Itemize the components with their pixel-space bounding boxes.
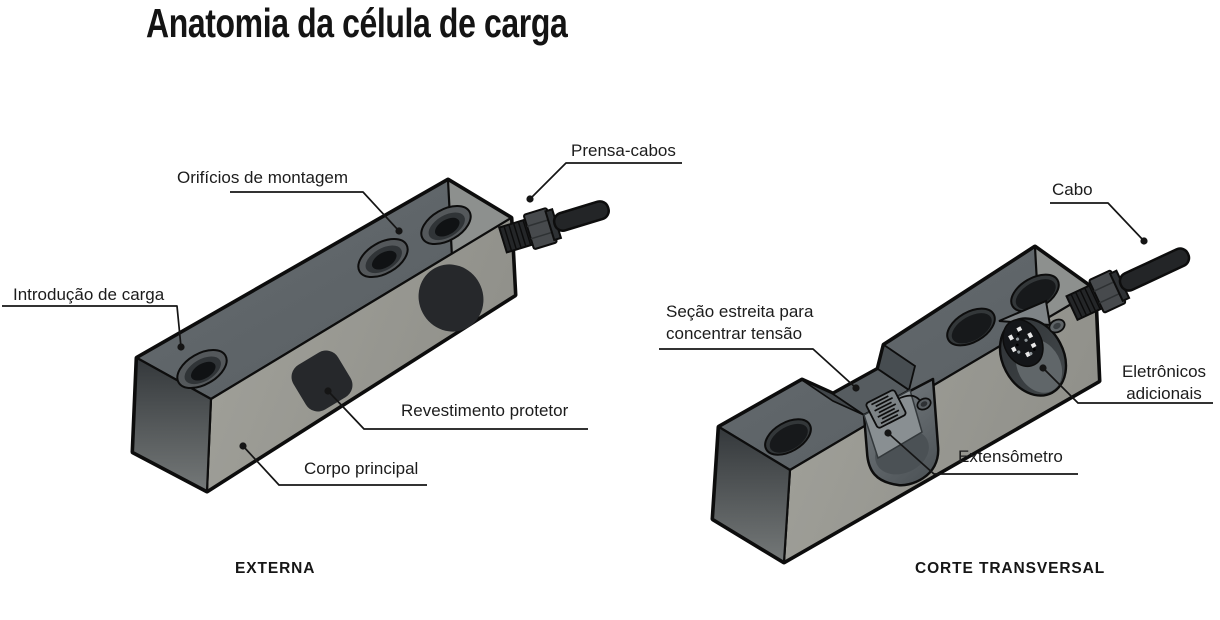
load-introduction-hole (176, 348, 228, 390)
electronics-recess (998, 299, 1068, 397)
load-cell-cross-section-illustration (710, 244, 1191, 565)
label-cable: Cabo (1052, 180, 1093, 199)
page-title: Anatomia da célula de carga (146, 0, 568, 46)
wire-hole (916, 397, 932, 411)
label-cable-gland: Prensa-cabos (571, 141, 676, 160)
label-narrow-section: Seção estreita para concentrar tensão (666, 302, 814, 343)
leader-lines (2, 162, 1213, 486)
protective-cover-patch (291, 350, 353, 412)
leader-load-introduction (2, 305, 182, 348)
recess-wire-hole (1048, 318, 1066, 334)
label-main-body: Corpo principal (304, 459, 419, 478)
leader-protective-cover (327, 390, 588, 430)
cutaway-cavity (862, 377, 940, 487)
external-cable (552, 200, 610, 232)
leader-cable (1050, 202, 1145, 242)
section-hole-left (764, 418, 812, 456)
section-cable-gland-assembly (1065, 247, 1191, 322)
protective-cover-oval (418, 264, 484, 332)
circuit-board (1002, 318, 1044, 368)
leader-mounting-holes (230, 191, 400, 232)
leader-electronics (1042, 367, 1213, 404)
label-additional-electronics: Eletrônicos adicionais (1121, 362, 1207, 403)
section-hole-mid (946, 307, 996, 347)
caption-cross-section-view: CORTE TRANSVERSAL (915, 560, 1106, 577)
label-mounting-holes: Orifícios de montagem (177, 168, 349, 187)
leader-narrow-section (659, 348, 857, 389)
leader-strain-gauge (887, 432, 1078, 475)
strain-gauge-grid (865, 389, 907, 429)
cable-gland-assembly (497, 200, 610, 254)
leader-main-body (242, 445, 427, 486)
label-load-introduction: Introdução de carga (13, 285, 165, 304)
leader-cable-gland (529, 162, 682, 200)
mounting-hole-2 (420, 204, 472, 246)
label-protective-cover: Revestimento protetor (401, 401, 569, 420)
mounting-hole-1 (357, 237, 409, 279)
label-strain-gauge: Extensômetro (958, 447, 1063, 466)
section-left-end-face (711, 425, 792, 564)
leader-dots (177, 195, 1148, 450)
section-cable (1118, 247, 1191, 292)
notch-right-wall (876, 343, 917, 392)
caption-external-view: EXTERNA (235, 560, 316, 577)
load-cell-external-illustration (130, 177, 610, 494)
